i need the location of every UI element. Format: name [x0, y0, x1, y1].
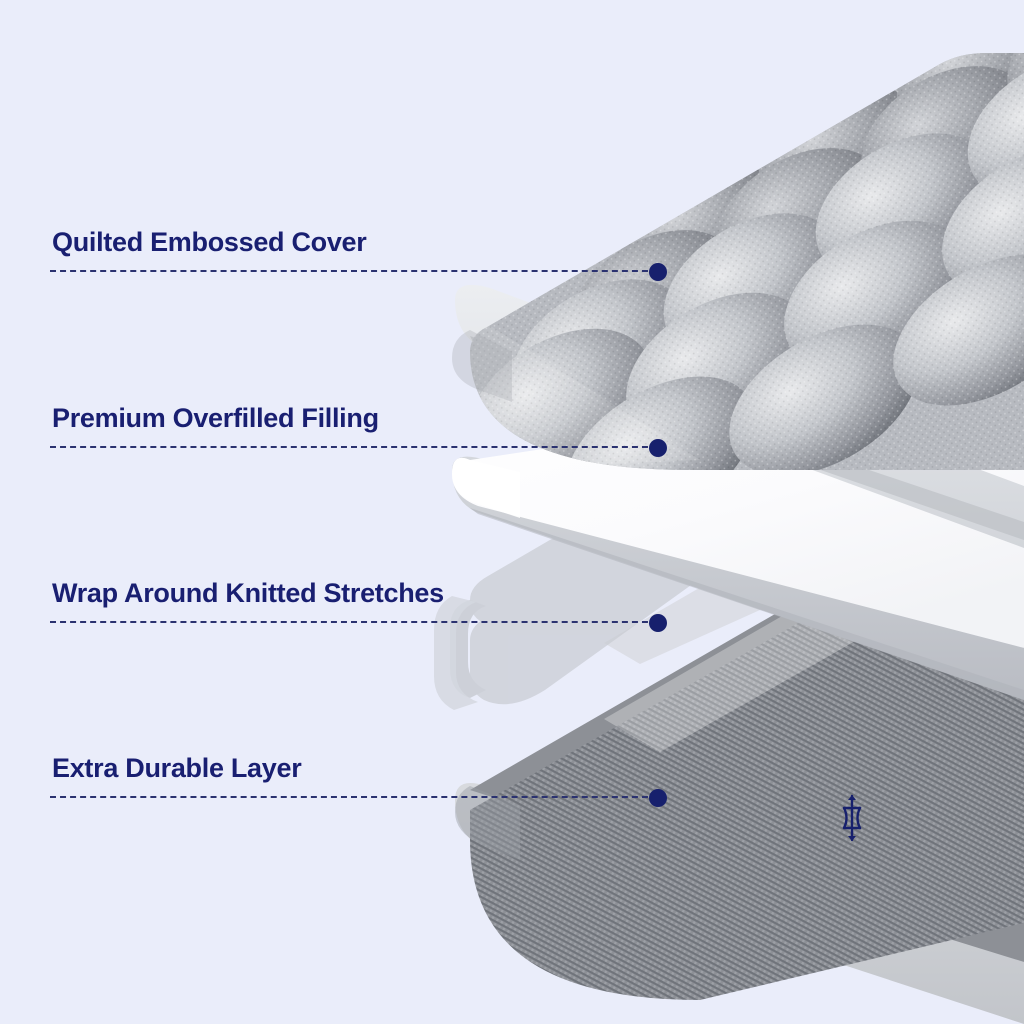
stretch-arrows-icon — [842, 794, 862, 842]
